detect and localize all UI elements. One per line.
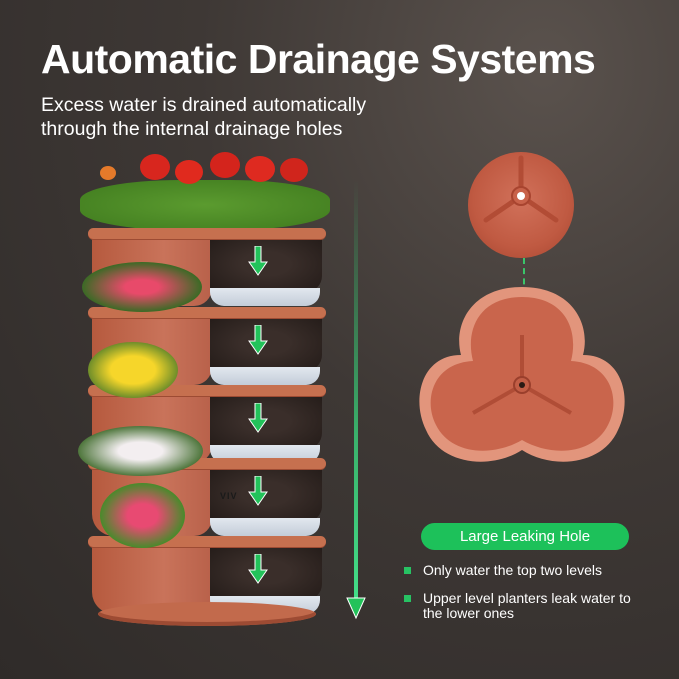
brand-mark: VIV xyxy=(220,491,238,501)
planter-tier-5 xyxy=(88,536,326,614)
down-arrow-icon xyxy=(248,554,268,584)
down-arrow-icon xyxy=(248,476,268,506)
feature-item: Only water the top two levels xyxy=(403,563,673,578)
down-arrow-icon xyxy=(248,246,268,276)
subtitle: Excess water is drained automatically th… xyxy=(41,93,366,141)
subtitle-line-2: through the internal drainage holes xyxy=(41,118,343,140)
planter-saucer xyxy=(98,602,316,626)
drainage-flow-arrow-icon xyxy=(346,180,366,620)
bullet-square-icon xyxy=(404,595,411,602)
feature-text: Upper level planters leak water to the l… xyxy=(423,590,631,621)
down-arrow-icon xyxy=(248,325,268,355)
top-flowers xyxy=(80,150,330,232)
page-title: Automatic Drainage Systems xyxy=(41,36,596,82)
pink-flowers xyxy=(82,262,202,312)
planter-tier-2 xyxy=(88,307,326,385)
feature-text: Only water the top two levels xyxy=(423,562,602,578)
pink-geraniums xyxy=(100,483,185,548)
feature-item: Upper level planters leak water to the l… xyxy=(403,591,673,621)
subtitle-line-1: Excess water is drained automatically xyxy=(41,94,367,116)
down-arrow-icon xyxy=(248,403,268,433)
large-leaking-hole-badge: Large Leaking Hole xyxy=(421,523,629,550)
bullet-square-icon xyxy=(404,567,411,574)
planter-tower-image: VIV xyxy=(70,150,330,640)
feature-list: Only water the top two levels Upper leve… xyxy=(403,563,673,634)
white-flowers xyxy=(78,426,203,476)
planter-bottom-view-detail xyxy=(468,152,574,258)
yellow-flowers xyxy=(88,342,178,398)
drainage-hole-icon xyxy=(483,155,559,223)
trilobed-planter-top-view xyxy=(413,285,631,480)
